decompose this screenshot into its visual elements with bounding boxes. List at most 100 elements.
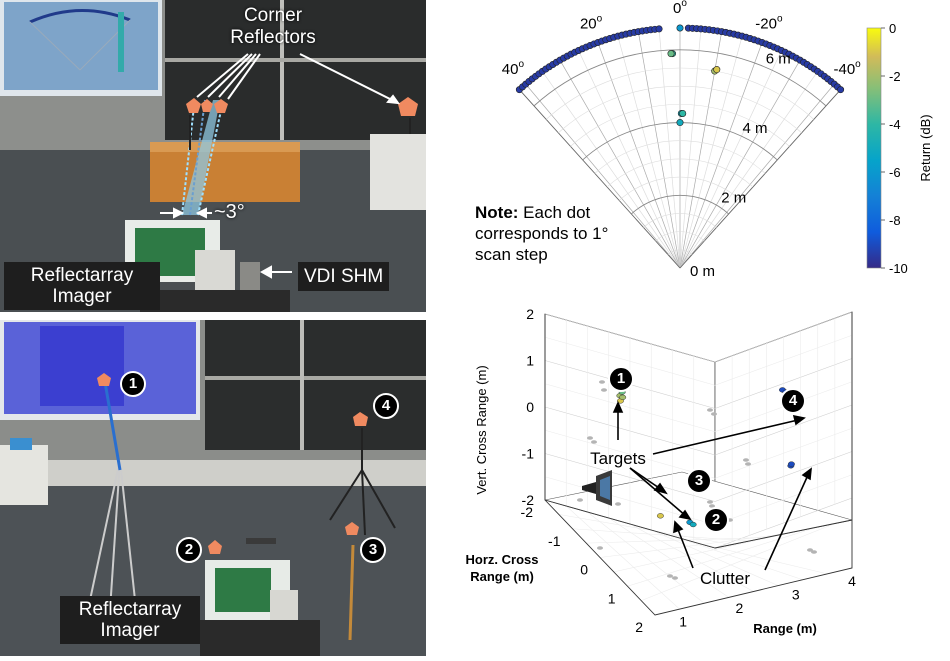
polar-angle-tick-label: -40o xyxy=(833,59,861,78)
plot-marker-2: 2 xyxy=(703,507,729,533)
s3d-y-tick-label: 3 xyxy=(792,586,800,602)
s3d-clutter-mark xyxy=(745,462,751,466)
s3d-z-tick-label: 0 xyxy=(526,399,534,415)
polar-range-arc xyxy=(655,231,705,242)
s3d-clutter-mark xyxy=(597,546,603,550)
s3d-x-tick-label: -2 xyxy=(521,504,534,520)
polar-data-point xyxy=(713,66,721,74)
s3d-y-tick-label: 1 xyxy=(679,613,687,629)
s3d-clutter-mark xyxy=(587,436,593,440)
colorbar-tick-label: -10 xyxy=(889,261,908,276)
targets-label: Targets xyxy=(590,449,646,468)
photo-marker-4: 4 xyxy=(373,393,399,419)
polar-range-arc xyxy=(667,249,693,255)
s3d-z-tick-label: -2 xyxy=(522,492,535,508)
x-axis-label-1: Horz. Cross xyxy=(466,552,539,567)
s3d-clutter-mark xyxy=(601,388,607,392)
polar-range-arc xyxy=(606,158,754,188)
polar-data-point xyxy=(679,109,687,117)
polar-range-arc xyxy=(643,213,717,228)
photo-marker-3: 3 xyxy=(360,537,386,563)
clutter-label: Clutter xyxy=(700,569,750,588)
imager-label-top: Reflectarray Imager xyxy=(4,262,160,310)
polar-range-arc xyxy=(558,85,802,134)
s3d-gridline xyxy=(587,511,705,604)
s3d-clutter-mark xyxy=(672,576,678,580)
bottom-photo: 1 2 3 4 Reflectarray Imager xyxy=(0,320,426,656)
s3d-gridline xyxy=(693,541,828,575)
polar-radial-gridline xyxy=(679,28,702,269)
shm-label: VDI SHM xyxy=(298,262,390,291)
polar-radial-gridline xyxy=(679,83,835,269)
s3d-clutter-mark xyxy=(807,548,813,552)
x-axis-label-2: Range (m) xyxy=(470,569,534,584)
polar-radial-gridline xyxy=(679,71,818,269)
s3d-clutter-mark xyxy=(591,440,597,444)
s3d-gridline xyxy=(629,523,754,592)
s3d-data-point xyxy=(787,461,795,467)
s3d-data-point xyxy=(656,513,664,519)
polar-angle-tick-label: 40o xyxy=(502,59,525,78)
polar-angle-tick-label: 0o xyxy=(673,0,687,17)
scatter3d-plot: 2 1 0 -1 -2-2 -1 0 1 2 1 2 3 4 Targets Clutter Horz.… xyxy=(430,300,950,656)
polar-note-bold: Note: xyxy=(475,203,519,222)
s3d-gridline xyxy=(599,533,784,558)
photo-marker-2: 2 xyxy=(176,537,202,563)
colorbar-tick-label: -4 xyxy=(889,117,901,132)
s3d-x-tick-label: 2 xyxy=(635,619,643,635)
s3d-gridline xyxy=(613,530,801,573)
polar-angle-tick-label: -20o xyxy=(755,14,783,33)
s3d-y-tick-label: 2 xyxy=(736,600,744,616)
polar-boundary-line xyxy=(519,89,681,269)
s3d-clutter-mark xyxy=(743,458,749,462)
s3d-x-tick-label: 1 xyxy=(608,590,616,606)
horn-icon xyxy=(582,470,612,506)
s3d-clutter-mark xyxy=(667,574,673,578)
s3d-clutter-mark xyxy=(707,408,713,412)
s3d-clutter-mark xyxy=(711,412,717,416)
s3d-z-tick-label: 1 xyxy=(526,353,534,369)
s3d-clutter-mark xyxy=(707,500,713,504)
polar-range-tick-label: 6 m xyxy=(766,50,791,67)
polar-range-arc xyxy=(618,176,742,201)
polar-range-tick-label: 2 m xyxy=(721,189,746,206)
s3d-clutter-mark xyxy=(709,504,715,508)
colorbar-tick-label: -2 xyxy=(889,69,901,84)
s3d-gridline xyxy=(641,523,835,601)
s3d-clutter-mark xyxy=(599,380,605,384)
s3d-y-tick-label: 4 xyxy=(848,573,856,589)
s3d-x-tick-label: -1 xyxy=(548,533,561,549)
polar-data-point xyxy=(667,50,675,58)
polar-radial-gridline xyxy=(679,42,763,269)
colorbar-tick-label: 0 xyxy=(889,21,896,36)
scatter3d-svg: 2 1 0 -1 -2-2 -1 0 1 2 1 2 3 4 Targets Clutter Horz.… xyxy=(466,306,857,636)
colorbar xyxy=(866,27,882,269)
plot-marker-3: 3 xyxy=(686,468,712,494)
plot-marker-1: 1 xyxy=(608,366,634,392)
angle-label: ~3° xyxy=(214,201,245,223)
polar-range-arc xyxy=(594,140,766,174)
s3d-x-tick-label: 0 xyxy=(580,562,588,578)
s3d-gridline xyxy=(651,529,779,586)
polar-data-point xyxy=(676,119,684,127)
s3d-z-tick-label: -1 xyxy=(522,446,535,462)
y-axis-label: Range (m) xyxy=(753,621,817,636)
s3d-gridline xyxy=(566,505,680,610)
polar-angle-tick-label: 20o xyxy=(580,14,603,33)
s3d-gridline xyxy=(672,535,803,581)
polar-radial-gridline xyxy=(658,28,681,269)
polar-range-tick-label: 4 m xyxy=(743,120,768,137)
colorbar-tick-label: -8 xyxy=(889,213,901,228)
polar-data-point xyxy=(676,24,684,32)
s3d-gridline xyxy=(627,526,818,587)
s3d-z-tick-label: 2 xyxy=(526,306,534,322)
polar-radial-gridline xyxy=(679,50,782,269)
photo-marker-1: 1 xyxy=(120,371,146,397)
s3d-clutter-mark xyxy=(811,550,817,554)
polar-range-arc xyxy=(533,49,827,107)
polar-data-point xyxy=(837,86,845,94)
polar-range-arc xyxy=(631,194,729,215)
polar-range-arc xyxy=(570,104,790,147)
